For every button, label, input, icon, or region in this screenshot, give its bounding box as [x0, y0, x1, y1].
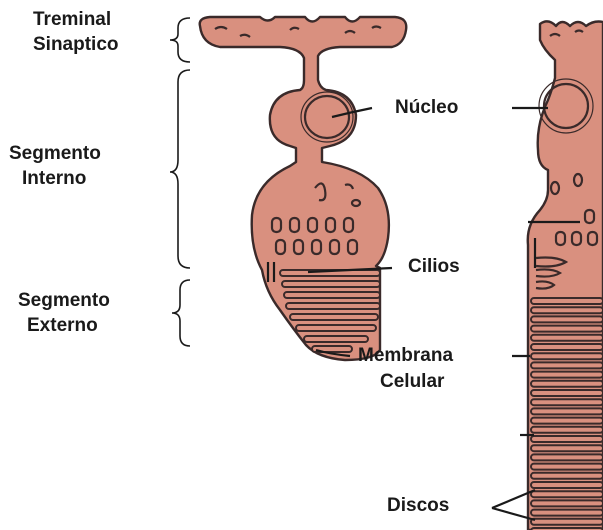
label-outer-line2: Externo — [27, 315, 98, 337]
label-inner-line1: Segmento — [9, 143, 101, 165]
label-cilia: Cilios — [408, 256, 460, 278]
rod-disc — [531, 399, 603, 405]
rod-disc — [531, 316, 603, 322]
rod-cell — [528, 21, 603, 530]
mitochondrion — [344, 218, 353, 232]
brace-terminal — [170, 18, 190, 62]
braces — [170, 18, 190, 346]
rod-disc — [531, 344, 603, 350]
label-membrane-line2: Celular — [380, 371, 444, 393]
rod-disc — [531, 491, 603, 497]
rod-disc — [531, 519, 603, 525]
label-outer-line1: Segmento — [18, 290, 110, 312]
rod-mitochondrion — [572, 232, 581, 245]
brace-outer-segment — [172, 280, 190, 346]
rod-mitochondrion — [556, 232, 565, 245]
rod-disc — [531, 454, 603, 460]
disc — [290, 314, 378, 320]
rod-disc — [531, 298, 603, 304]
mitochondrion — [272, 218, 281, 232]
mitochondrion — [308, 218, 317, 232]
rod-disc — [531, 482, 603, 488]
label-membrane-line1: Membrana — [358, 345, 453, 367]
rod-disc — [531, 335, 603, 341]
rod-disc — [531, 464, 603, 470]
disc — [282, 281, 380, 287]
label-terminal-line1: Treminal — [33, 9, 111, 31]
rod-disc — [531, 418, 603, 424]
rod-disc — [531, 307, 603, 313]
label-inner-line2: Interno — [22, 168, 86, 190]
cone-cell — [200, 17, 407, 360]
rod-mitochondrion — [588, 232, 597, 245]
rod-disc — [531, 500, 603, 506]
mitochondrion — [348, 240, 357, 254]
rod-disc — [531, 510, 603, 516]
rod-disc — [531, 427, 603, 433]
mitochondrion — [294, 240, 303, 254]
brace-inner-segment — [170, 70, 190, 268]
rod-disc — [531, 445, 603, 451]
rod-disc — [531, 408, 603, 414]
label-discs: Discos — [387, 495, 449, 517]
rod-disc — [531, 362, 603, 368]
mitochondrion — [290, 218, 299, 232]
disc — [284, 292, 380, 298]
rod-disc — [531, 381, 603, 387]
rod-disc — [531, 436, 603, 442]
disc — [286, 303, 380, 309]
mitochondrion — [276, 240, 285, 254]
rod-mitochondrion — [585, 210, 594, 223]
disc — [296, 325, 376, 331]
mitochondrion — [330, 240, 339, 254]
rod-disc — [531, 390, 603, 396]
rod-disc — [531, 353, 603, 359]
disc — [304, 336, 368, 342]
mitochondrion — [312, 240, 321, 254]
mitochondrion — [326, 218, 335, 232]
label-nucleus: Núcleo — [395, 97, 458, 119]
rod-disc — [531, 372, 603, 378]
label-terminal-line2: Sinaptico — [33, 34, 119, 56]
rod-disc — [531, 473, 603, 479]
rod-disc — [531, 326, 603, 332]
